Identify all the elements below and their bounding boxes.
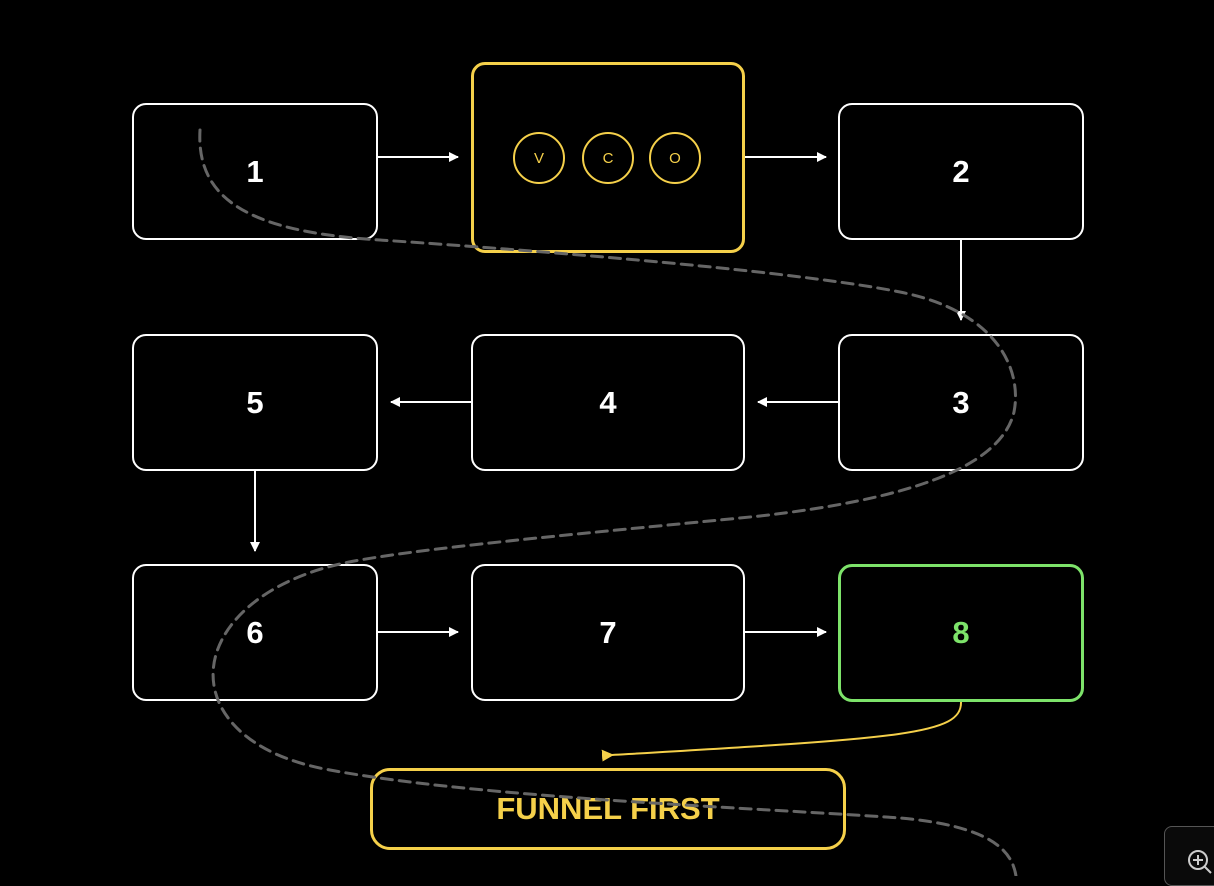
vco-v-label: V bbox=[533, 149, 544, 167]
vco-circle-c: C bbox=[582, 132, 634, 184]
vco-box[interactable]: V C O bbox=[471, 62, 745, 253]
vco-o-label: O bbox=[669, 149, 681, 167]
step-1-box[interactable]: 1 bbox=[132, 103, 378, 240]
step-4-box[interactable]: 4 bbox=[471, 334, 745, 471]
step-5-label: 5 bbox=[246, 384, 264, 420]
step-3-box[interactable]: 3 bbox=[838, 334, 1084, 471]
funnel-first-box[interactable]: FUNNEL FIRST bbox=[370, 768, 846, 850]
zoom-in-icon bbox=[1188, 850, 1212, 874]
step-4-label: 4 bbox=[599, 384, 617, 420]
arrow-8-to-funnel bbox=[601, 701, 963, 762]
vco-c-label: C bbox=[602, 149, 614, 167]
zoom-in-button[interactable] bbox=[1164, 826, 1214, 886]
step-7-label: 7 bbox=[599, 614, 617, 650]
step-5-box[interactable]: 5 bbox=[132, 334, 378, 471]
step-2-label: 2 bbox=[952, 153, 970, 189]
step-6-box[interactable]: 6 bbox=[132, 564, 378, 701]
step-7-box[interactable]: 7 bbox=[471, 564, 745, 701]
vco-circle-v: V bbox=[513, 132, 565, 184]
step-8-box[interactable]: 8 bbox=[838, 564, 1084, 702]
step-8-label: 8 bbox=[952, 615, 970, 650]
step-6-label: 6 bbox=[246, 614, 264, 650]
step-1-label: 1 bbox=[246, 153, 264, 189]
vco-circle-o: O bbox=[649, 132, 701, 184]
step-2-box[interactable]: 2 bbox=[838, 103, 1084, 240]
step-3-label: 3 bbox=[952, 384, 970, 420]
funnel-first-label: FUNNEL FIRST bbox=[496, 791, 720, 826]
